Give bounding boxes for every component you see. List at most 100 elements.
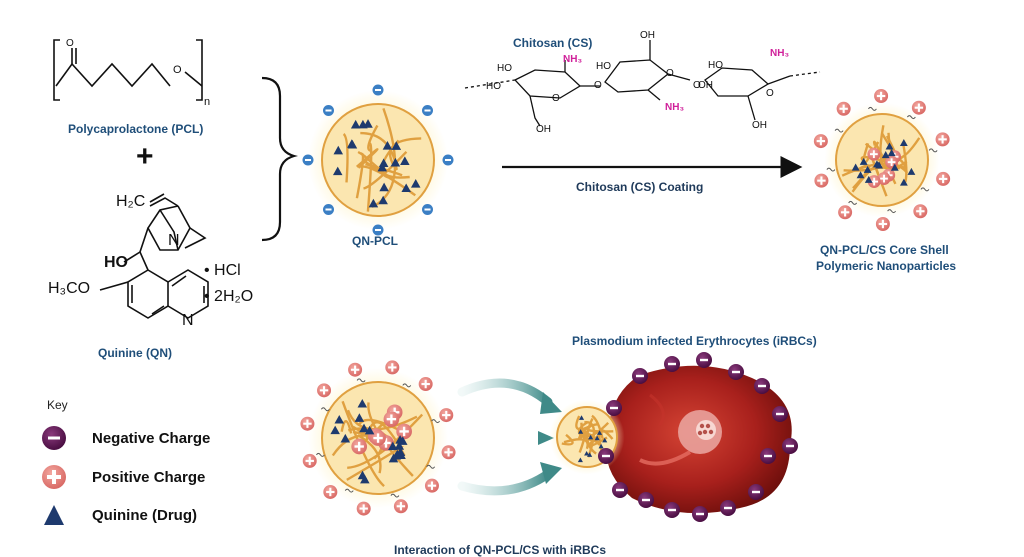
interaction-positive-11-v: [445, 410, 448, 420]
qn-pcl-negative-7-bar: [424, 109, 431, 112]
quinine-h3co: H₃CO: [48, 280, 91, 297]
cs-o-1: O: [552, 93, 560, 104]
docking-particle-drug: [588, 434, 594, 440]
interaction-arrows: [457, 378, 562, 496]
rbc-negative-12-bar: [642, 498, 650, 502]
interaction-particle-inner-plus-v: [376, 433, 380, 443]
qn-pcl-negative-4-bar: [304, 159, 312, 161]
core-shell-particle-drug: [873, 160, 881, 168]
interaction-positive-8-v: [354, 365, 357, 374]
quinine-water: • 2H₂O: [204, 288, 254, 305]
positive-charge-icon: [40, 463, 68, 491]
rbc-negative-14-bar: [602, 454, 610, 458]
interaction-particle-inner-plus-v: [390, 414, 393, 424]
interaction-caption: Interaction of QN-PCL/CS with iRBCs: [394, 543, 607, 557]
docking-particle-drug: [577, 457, 583, 463]
key-item-positive: Positive Charge: [40, 463, 205, 491]
core-shell-particle-drug: [887, 149, 896, 157]
interaction-particle-drug: [388, 441, 398, 451]
core-shell-squiggle-5: [867, 106, 877, 111]
core-shell-particle-inner-plus-v: [883, 174, 885, 183]
cs-oh-2: HO: [486, 81, 501, 92]
core-shell-particle-drug: [899, 178, 908, 186]
key-title: Key: [47, 398, 68, 412]
rbc-negative-10-bar: [696, 512, 704, 516]
qn-pcl-negative-3-bar: [325, 208, 332, 211]
interaction-particle-drug: [396, 450, 406, 460]
interaction-particle-drug: [357, 470, 368, 480]
interaction-particle-fiber: [347, 413, 424, 469]
core-shell-positive-2-v: [881, 219, 884, 229]
docking-particle-drug: [598, 443, 604, 449]
core-shell-positive-1-v: [919, 207, 922, 216]
pcl-carbonyl-o: O: [66, 38, 74, 49]
core-shell-particle-drug: [881, 151, 890, 159]
core-shell-positive-9-v: [941, 135, 944, 144]
core-shell-positive-3-v: [844, 208, 847, 217]
interaction-particle-inner-plus-v: [402, 426, 406, 437]
rbc-negative-13-bar: [616, 488, 624, 492]
rbc-negative-15-bar: [610, 406, 618, 410]
interaction-squiggle-1: [390, 493, 400, 498]
qn-pcl-particle-drug: [401, 183, 411, 193]
qn-pcl-particle-drug: [350, 119, 361, 129]
interaction-squiggle-0: [426, 464, 436, 469]
core-shell-squiggle-7: [928, 148, 938, 153]
docking-particle-drug: [594, 435, 600, 441]
rbc-negative-0-bar: [636, 374, 644, 378]
interaction-squiggle-5: [356, 378, 366, 383]
qn-pcl-negative-5-bar: [325, 109, 332, 112]
qn-pcl-particle-fiber: [342, 133, 349, 183]
qn-pcl-negative-1-bar: [424, 208, 431, 211]
docking-particle-fiber: [587, 434, 608, 448]
core-shell-particle-drug: [890, 163, 899, 171]
core-shell-particle-drug: [899, 138, 908, 147]
qn-pcl-particle-drug: [400, 156, 410, 165]
infected-erythrocyte: [605, 365, 792, 514]
rbc-negative-1-bar: [668, 362, 676, 366]
rbc-negative-3-bar: [732, 370, 740, 374]
core-shell-particle-drug: [851, 163, 860, 171]
core-shell-squiggle-6: [906, 115, 916, 120]
cs-o-5: O: [766, 88, 774, 99]
core-shell-squiggle-1: [887, 209, 897, 214]
pcl-label: Polycaprolactone (PCL): [68, 122, 204, 136]
qn-pcl-particle-drug: [368, 198, 379, 208]
docking-particle-drug: [578, 429, 584, 434]
interaction-positive-10-v: [424, 379, 427, 389]
core-shell-particle-inner-plus-v: [872, 150, 875, 159]
pcl-repeat-n: n: [204, 96, 211, 108]
docking-particle-drug: [578, 415, 585, 420]
interaction-particle-drug: [354, 413, 365, 422]
quinine-hcl: • HCl: [204, 262, 241, 279]
quinine-label: Quinine (QN): [98, 346, 172, 360]
interaction-particle-drug: [395, 435, 405, 444]
qn-pcl-negative-6-bar: [374, 89, 382, 91]
cs-oh-3: OH: [640, 30, 655, 41]
core-shell-particle-inner-plus-v: [890, 158, 893, 167]
cs-oh-1: HO: [497, 63, 512, 74]
interaction-particle-drug: [359, 423, 369, 433]
nanoparticle-layer: [300, 84, 951, 522]
key-label-positive: Positive Charge: [92, 468, 206, 486]
cs-oh-8: OH: [752, 120, 767, 131]
core-shell-particle-drug: [885, 142, 894, 150]
qn-pcl-particle-drug: [410, 178, 421, 188]
rbc-negative-8-bar: [752, 490, 760, 494]
interaction-particle-inner-plus-v: [384, 438, 388, 448]
interaction-positive-4-v: [329, 487, 332, 497]
core-shell-squiggle-0: [920, 187, 930, 192]
coating-label: Chitosan (CS) Coating: [576, 180, 704, 194]
qn-pcl-particle-drug: [332, 166, 343, 176]
cs-o-4: O: [693, 80, 701, 91]
core-shell-positive-4-v: [820, 176, 823, 185]
cs-o-2: O: [594, 80, 602, 91]
core-shell-particle-drug: [859, 157, 868, 165]
core-shell-particle-inner-plus-v: [873, 177, 876, 186]
key-label-drug: Quinine (Drug): [92, 506, 197, 524]
docking-particle-fiber: [578, 430, 588, 453]
rbc-negative-11-bar: [668, 508, 676, 512]
grouping-brace: [261, 76, 298, 242]
docking-particle-fiber: [584, 421, 596, 458]
